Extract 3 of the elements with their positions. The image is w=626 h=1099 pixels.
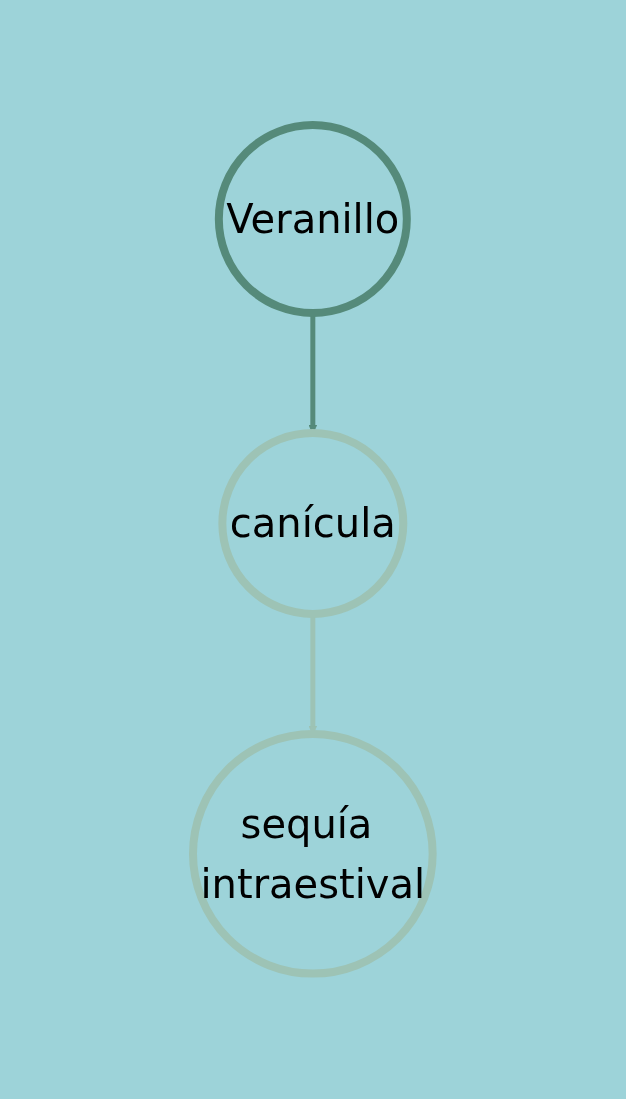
node-circle: canícula [218,429,408,619]
node-circle: sequía intraestival [189,730,437,978]
node-circle: Veranillo [215,121,411,318]
